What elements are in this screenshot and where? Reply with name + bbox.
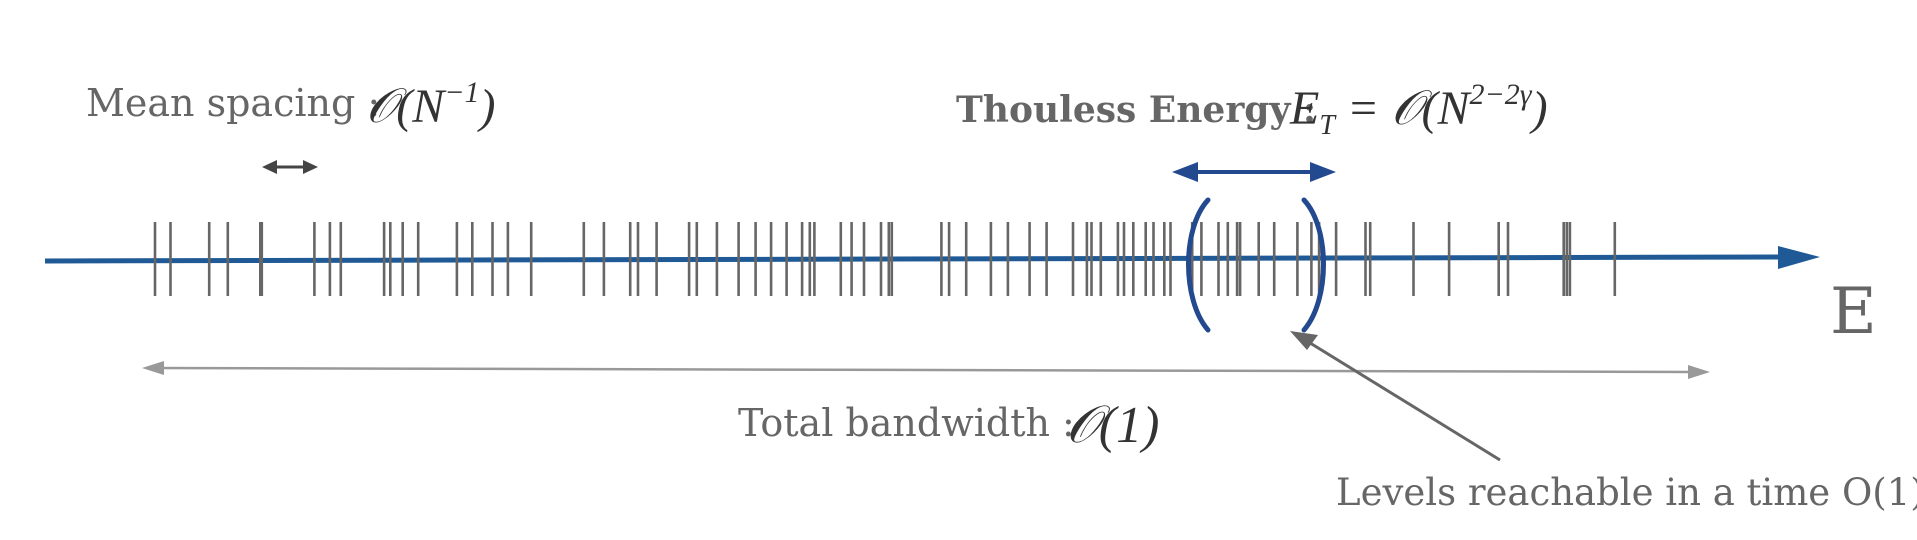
reachable-pointer-line bbox=[1301, 336, 1501, 462]
thouless-right-bracket bbox=[1301, 197, 1326, 333]
total-bandwidth-label: Total bandwidth : bbox=[738, 401, 1075, 445]
reachable-pointer-head-icon bbox=[1290, 331, 1318, 350]
bandwidth-arrow-right-head-icon bbox=[1688, 365, 1710, 379]
thouless-left-bracket bbox=[1186, 197, 1211, 333]
thouless-label: Thouless Energy : bbox=[956, 89, 1316, 131]
thouless-arrow-right-head-icon bbox=[1310, 162, 1336, 182]
mean-spacing-label: Mean spacing : bbox=[86, 81, 380, 125]
thouless-arrow-left-head-icon bbox=[1172, 162, 1198, 182]
energy-levels bbox=[153, 222, 1617, 296]
thouless-math: ET = 𝒪(N2−2γ) bbox=[1289, 78, 1548, 141]
total-bandwidth-math: 𝒪(1) bbox=[1066, 397, 1159, 454]
bandwidth-arrow-left-head-icon bbox=[142, 361, 164, 375]
mean-spacing-arrow-right-head-icon bbox=[303, 160, 318, 174]
reachable-levels-label: Levels reachable in a time O(1) bbox=[1336, 471, 1917, 514]
mean-spacing-math: 𝒪(N−1) bbox=[366, 76, 495, 133]
energy-axis-line bbox=[44, 254, 1786, 264]
mean-spacing-arrow-left-head-icon bbox=[262, 160, 277, 174]
energy-axis-arrowhead-icon bbox=[1778, 246, 1820, 269]
energy-axis-label: E bbox=[1830, 275, 1877, 349]
total-bandwidth-arrow bbox=[149, 366, 1701, 374]
